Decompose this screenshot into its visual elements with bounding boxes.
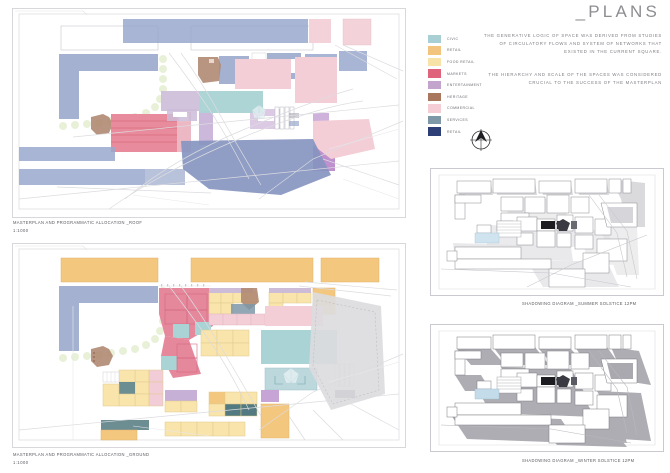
caption-roof-scale: 1:1000 xyxy=(13,227,29,233)
roof-plan-svg xyxy=(13,9,405,217)
masterplan-ground-drawing[interactable] xyxy=(12,243,406,448)
legend-item-commercial[interactable]: Commercial xyxy=(428,103,508,115)
legend-label-retail: Retail xyxy=(447,48,462,53)
legend-item-markets[interactable]: Markets xyxy=(428,68,508,80)
legend-item-civic[interactable]: Civic xyxy=(428,33,508,45)
shadowing-diagram-summer[interactable] xyxy=(430,168,664,296)
description-paragraph-1: The generative logic of space was derive… xyxy=(484,33,662,55)
caption-ground-plan: Masterplan and programmatic allocation _… xyxy=(13,452,149,465)
caption-roof-text: Masterplan and programmatic allocation _… xyxy=(13,220,143,225)
shadow-winter-svg xyxy=(431,325,663,451)
legend-label-services: Services xyxy=(447,117,468,122)
legend-label-heritage: Heritage xyxy=(447,94,468,99)
masterplan-roof-drawing[interactable] xyxy=(12,8,406,218)
legend-swatch-retail-dark xyxy=(428,127,441,136)
shadowing-diagram-winter[interactable] xyxy=(430,324,664,452)
legend-item-entertainment[interactable]: Entertainment xyxy=(428,79,508,91)
caption-shadow-summer: Shadowing diagram _SUMMER SOLSTICE 12PM xyxy=(522,301,637,306)
legend-label-civic: Civic xyxy=(447,36,459,41)
ground-plan-svg xyxy=(13,244,405,447)
caption-roof-plan: Masterplan and programmatic allocation _… xyxy=(13,220,142,233)
legend-label-commercial: Commercial xyxy=(447,106,475,111)
legend-label-food-retail: Food Retail xyxy=(447,59,475,64)
legend-swatch-services xyxy=(428,115,441,125)
legend-swatch-entertainment xyxy=(428,80,441,90)
page-title: _PLANS xyxy=(575,2,660,21)
legend-swatch-food-retail xyxy=(428,57,441,67)
north-arrow-icon xyxy=(468,127,494,153)
legend-swatch-retail xyxy=(428,46,441,55)
legend-item-retail-dark[interactable]: Retail xyxy=(428,126,508,138)
legend-item-services[interactable]: Services xyxy=(428,114,508,126)
legend-swatch-commercial xyxy=(428,104,441,113)
description-paragraph-2: The hierarchy and scale of the spaces wa… xyxy=(488,72,662,86)
legend-swatch-heritage xyxy=(428,92,441,101)
legend-label-retail-dark: Retail xyxy=(447,129,462,134)
caption-ground-scale: 1:1000 xyxy=(13,459,29,465)
legend-swatch-markets xyxy=(428,69,441,78)
caption-shadow-winter: Shadowing diagram _WINTER SOLSTICE 12PM xyxy=(522,458,635,463)
legend-item-heritage[interactable]: Heritage xyxy=(428,91,508,103)
caption-ground-text: Masterplan and programmatic allocation _… xyxy=(13,452,150,457)
programme-legend: Civic Retail Food Retail Markets Enterta… xyxy=(428,33,508,137)
legend-item-food-retail[interactable]: Food Retail xyxy=(428,56,508,68)
legend-label-markets: Markets xyxy=(447,71,467,76)
shadow-summer-svg xyxy=(431,169,663,295)
legend-label-entertainment: Entertainment xyxy=(447,83,482,88)
legend-item-retail[interactable]: Retail xyxy=(428,45,508,57)
legend-swatch-civic xyxy=(428,34,441,43)
